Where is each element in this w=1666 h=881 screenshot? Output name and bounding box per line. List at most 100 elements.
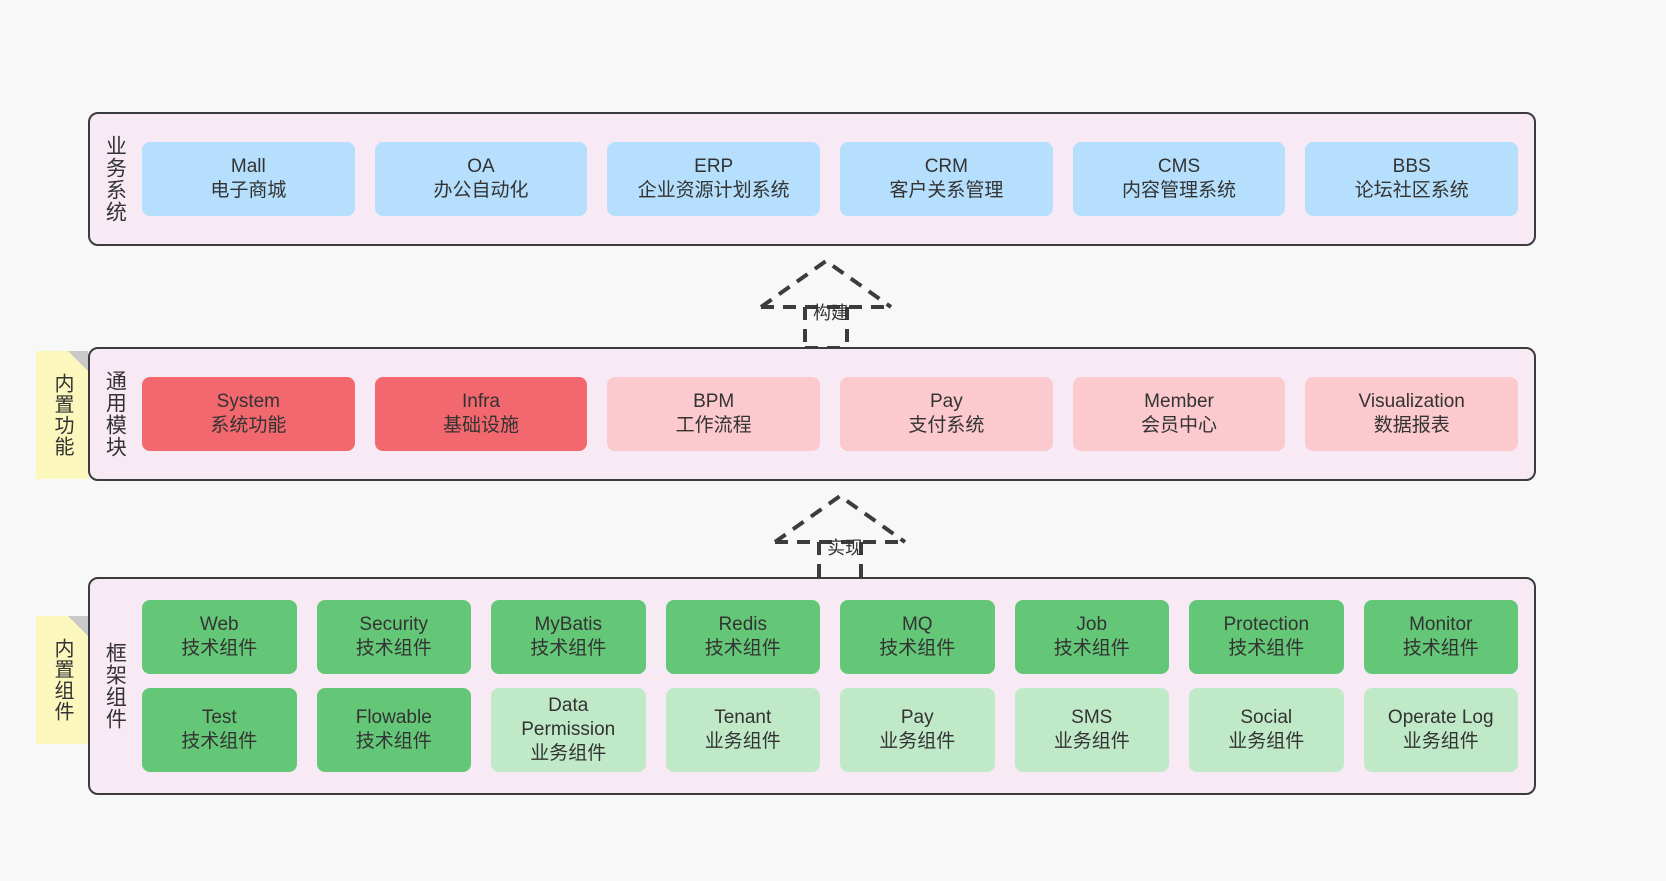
module-card-subtitle: 电子商城 — [210, 180, 287, 201]
module-card-redis[interactable]: Redis 技术组件 — [665, 600, 820, 675]
module-card-title: OA — [467, 156, 495, 178]
module-card-title: Monitor — [1409, 614, 1473, 636]
module-card-subtitle: 技术组件 — [1228, 638, 1305, 660]
module-card-subtitle: 技术组件 — [1053, 638, 1130, 660]
module-card-title: Tenant — [714, 707, 772, 729]
module-card-security[interactable]: Security 技术组件 — [316, 600, 471, 675]
module-card-oa[interactable]: OA 办公自动化 — [374, 142, 588, 216]
layer-body-framework-component: Web 技术组件 Security 技术组件 MyBatis 技术组件 Redi… — [138, 579, 1534, 793]
module-card-title: Web — [199, 614, 239, 636]
layer-row: Test 技术组件 Flowable 技术组件 Data Permission … — [142, 688, 1518, 772]
module-card-title: Member — [1144, 391, 1214, 413]
module-card-flowable[interactable]: Flowable 技术组件 — [316, 688, 471, 772]
layer-common-module: 通用模块 System 系统功能 Infra 基础设施 BPM 工作流程 Pay… — [88, 347, 1536, 481]
connector-implement: 实现 — [771, 490, 911, 585]
note-label: 内置功能 — [51, 373, 73, 457]
module-card-bpm[interactable]: BPM 工作流程 — [607, 377, 821, 451]
module-card-subtitle: 技术组件 — [181, 731, 258, 752]
module-card-erp[interactable]: ERP 企业资源计划系统 — [607, 142, 821, 216]
module-card-job[interactable]: Job 技术组件 — [1014, 600, 1169, 675]
module-card-subtitle: 工作流程 — [675, 415, 752, 436]
connector-label: 实现 — [827, 538, 863, 558]
module-card-subtitle: 业务组件 — [1228, 731, 1305, 752]
module-card-monitor[interactable]: Monitor 技术组件 — [1363, 600, 1518, 675]
module-card-visualization[interactable]: Visualization 数据报表 — [1305, 377, 1519, 451]
module-card-subtitle: 内容管理系统 — [1122, 180, 1237, 201]
module-card-subtitle: 技术组件 — [355, 731, 432, 752]
module-card-subtitle: 系统功能 — [210, 415, 287, 436]
layer-title-common-module: 通用模块 — [103, 370, 127, 458]
module-card-subtitle: 论坛社区系统 — [1354, 180, 1469, 201]
layer-title-business-system: 业务系统 — [103, 135, 127, 223]
module-card-sms[interactable]: SMS 业务组件 — [1014, 688, 1169, 772]
module-card-infra[interactable]: Infra 基础设施 — [374, 377, 588, 451]
layer-row: System 系统功能 Infra 基础设施 BPM 工作流程 Pay 支付系统… — [142, 377, 1519, 451]
module-card-subtitle: 业务组件 — [1402, 731, 1479, 752]
layer-title-framework-component: 框架组件 — [103, 642, 127, 730]
module-card-title: MyBatis — [534, 614, 603, 636]
module-card-web[interactable]: Web 技术组件 — [142, 600, 297, 675]
module-card-tenant[interactable]: Tenant 业务组件 — [665, 688, 820, 772]
module-card-member[interactable]: Member 会员中心 — [1072, 377, 1286, 451]
connector-label: 构建 — [813, 303, 849, 323]
module-card-subtitle: 技术组件 — [879, 638, 956, 660]
module-card-title: CMS — [1157, 156, 1201, 178]
module-card-title: Job — [1076, 614, 1108, 636]
module-card-crm[interactable]: CRM 客户关系管理 — [840, 142, 1053, 216]
note-builtin-function: 内置功能 — [36, 351, 88, 479]
module-card-title: SMS — [1071, 707, 1113, 729]
module-card-subtitle: 业务组件 — [704, 731, 781, 752]
module-card-subtitle: 数据报表 — [1373, 415, 1450, 436]
module-card-data-permission[interactable]: Data Permission 业务组件 — [491, 688, 646, 772]
module-card-title: Flowable — [355, 707, 432, 729]
module-card-subtitle: 办公自动化 — [433, 180, 529, 201]
module-card-title: Data Permission — [521, 695, 616, 741]
module-card-subtitle: 业务组件 — [879, 731, 956, 752]
module-card-pay-business[interactable]: Pay 业务组件 — [840, 688, 995, 772]
layer-row: Web 技术组件 Security 技术组件 MyBatis 技术组件 Redi… — [142, 600, 1518, 675]
module-card-title: Security — [359, 614, 429, 636]
module-card-title: Visualization — [1358, 391, 1465, 413]
module-card-title: Protection — [1223, 614, 1310, 636]
module-card-title: Redis — [718, 614, 768, 636]
module-card-subtitle: 技术组件 — [704, 638, 781, 660]
module-card-title: MQ — [901, 614, 933, 636]
module-card-subtitle: 基础设施 — [443, 415, 520, 436]
module-card-subtitle: 业务组件 — [530, 742, 607, 764]
layer-row: Mall 电子商城 OA 办公自动化 ERP 企业资源计划系统 CRM 客户关系… — [142, 142, 1519, 216]
note-label: 内置组件 — [51, 638, 73, 722]
module-card-cms[interactable]: CMS 内容管理系统 — [1072, 142, 1286, 216]
module-card-subtitle: 技术组件 — [355, 638, 432, 660]
module-card-bbs[interactable]: BBS 论坛社区系统 — [1305, 142, 1519, 216]
layer-framework-component: 框架组件 Web 技术组件 Security 技术组件 MyBatis 技术组件… — [88, 577, 1536, 795]
module-card-pay[interactable]: Pay 支付系统 — [840, 377, 1053, 451]
module-card-mybatis[interactable]: MyBatis 技术组件 — [491, 600, 646, 675]
module-card-mq[interactable]: MQ 技术组件 — [840, 600, 995, 675]
module-card-title: CRM — [924, 156, 968, 178]
module-card-title: Pay — [929, 391, 963, 413]
module-card-subtitle: 技术组件 — [181, 638, 258, 660]
note-builtin-component: 内置组件 — [36, 616, 88, 744]
layer-body-business-system: Mall 电子商城 OA 办公自动化 ERP 企业资源计划系统 CRM 客户关系… — [138, 114, 1534, 244]
module-card-title: Operate Log — [1387, 707, 1494, 729]
module-card-operate-log[interactable]: Operate Log 业务组件 — [1363, 688, 1518, 772]
module-card-test[interactable]: Test 技术组件 — [142, 688, 297, 772]
module-card-protection[interactable]: Protection 技术组件 — [1189, 600, 1344, 675]
module-card-subtitle: 技术组件 — [1402, 638, 1479, 660]
module-card-system[interactable]: System 系统功能 — [142, 377, 355, 451]
layer-business-system: 业务系统 Mall 电子商城 OA 办公自动化 ERP 企业资源计划系统 CRM… — [88, 112, 1536, 246]
module-card-subtitle: 业务组件 — [1053, 731, 1130, 752]
module-card-title: Test — [201, 707, 237, 729]
module-card-title: System — [216, 391, 281, 413]
module-card-title: BPM — [693, 391, 735, 413]
module-card-subtitle: 会员中心 — [1141, 415, 1218, 436]
module-card-title: Mall — [230, 156, 266, 178]
module-card-social[interactable]: Social 业务组件 — [1189, 688, 1344, 772]
module-card-title: ERP — [694, 156, 734, 178]
module-card-subtitle: 技术组件 — [530, 638, 607, 660]
layer-body-common-module: System 系统功能 Infra 基础设施 BPM 工作流程 Pay 支付系统… — [138, 349, 1534, 479]
module-card-title: Pay — [900, 707, 934, 729]
module-card-title: Social — [1240, 707, 1293, 729]
module-card-subtitle: 企业资源计划系统 — [637, 180, 790, 201]
module-card-mall[interactable]: Mall 电子商城 — [142, 142, 355, 216]
